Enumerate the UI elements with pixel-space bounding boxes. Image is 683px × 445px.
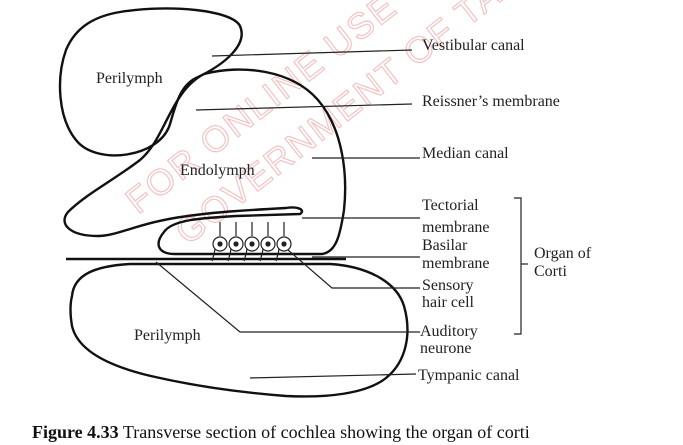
label-basilar-line-1: Basilar [422,237,468,254]
leader-sensory-hair-cell [287,249,420,289]
leader-vestibular-canal [211,49,413,57]
watermark: FOR ONLINE USE ONLY GOVERNMENT OF TAMILN… [117,0,649,253]
region-label-perilymph-top: Perilymph [96,70,163,87]
figure-number: Figure 4.33 [32,422,119,442]
figure-caption: Figure 4.33 Transverse section of cochle… [32,422,530,442]
region-label-perilymph-bottom: Perilymph [134,327,201,344]
leader-lines [155,49,420,379]
vestibular-canal-outline [58,7,243,157]
figure-caption-text: Transverse section of cochlea showing th… [119,422,530,442]
label-sensory-line-2: hair cell [422,294,475,311]
region-label-endolymph: Endolymph [180,162,255,179]
label-median-canal: Median canal [422,145,509,162]
leader-auditory-neurone [155,261,420,333]
median-canal-outline [63,68,347,256]
label-sensory-line-1: Sensory [422,277,474,294]
hair-cell [243,222,260,262]
hair-cell [259,222,276,262]
label-vestibular-canal: Vestibular canal [422,37,525,54]
label-tectorial-line-2: membrane [422,219,490,236]
hair-cells [211,222,292,262]
label-auditory-line-1: Auditory [420,323,478,340]
label-reissners-membrane: Reissner’s membrane [422,93,560,110]
leader-tympanic-canal [249,373,417,379]
hair-cell [211,222,228,262]
organ-of-corti-bracket [514,197,522,335]
hair-cell [227,222,244,262]
label-tympanic-canal: Tympanic canal [418,367,520,384]
label-tectorial-line-1: Tectorial [422,197,479,214]
organ-of-corti-label-line-1: Organ of [534,245,592,262]
label-auditory-line-2: neurone [420,340,472,357]
leader-reissners-membrane [195,103,413,111]
label-basilar-line-2: membrane [422,255,490,272]
tympanic-canal-outline [69,262,409,398]
hair-cell [275,222,292,262]
organ-of-corti-label-line-2: Corti [534,263,567,280]
